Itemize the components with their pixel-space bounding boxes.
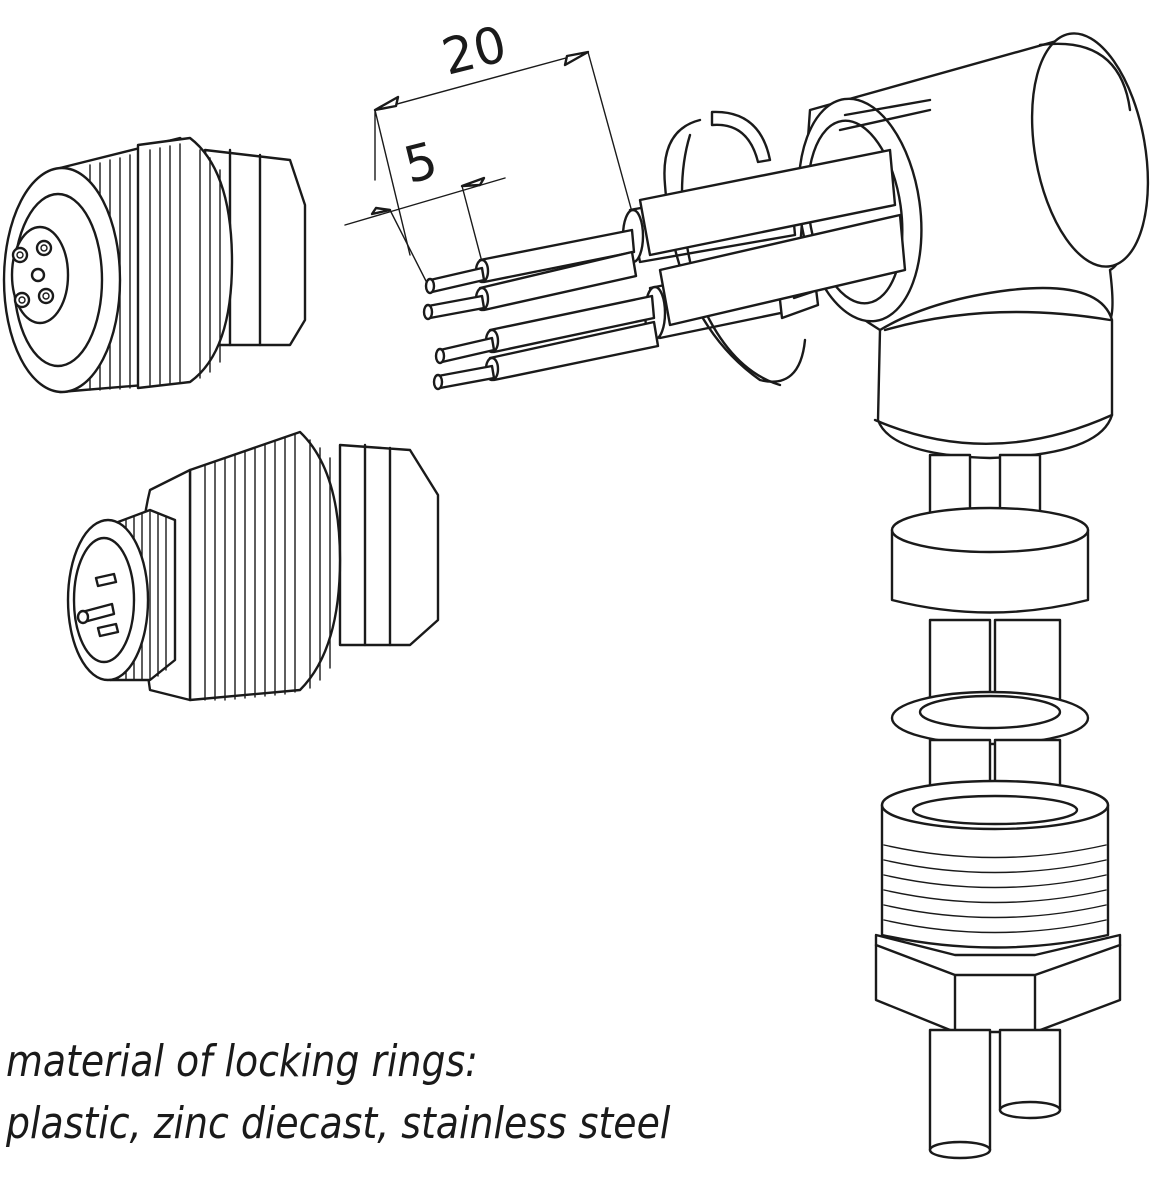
gland-thread-lines — [883, 844, 1107, 934]
male-front-face — [66, 518, 150, 682]
note-line-2: plastic, zinc diecast, stainless steel — [6, 1098, 671, 1149]
note-line-1: material of locking rings: — [6, 1036, 478, 1087]
male-pins — [76, 572, 120, 638]
washer — [890, 690, 1090, 746]
dimension-lines — [344, 50, 633, 286]
female-socket-holes — [11, 239, 55, 309]
housing-end-cap — [1030, 32, 1150, 268]
dimension-5-label: 5 — [398, 131, 443, 195]
hex-nut — [874, 933, 1122, 1034]
vertical-assembly — [874, 453, 1122, 1160]
female-connector — [2, 136, 307, 394]
male-knurl-lines — [204, 433, 331, 701]
male-connector — [66, 430, 440, 702]
angled-housing — [638, 32, 1150, 460]
